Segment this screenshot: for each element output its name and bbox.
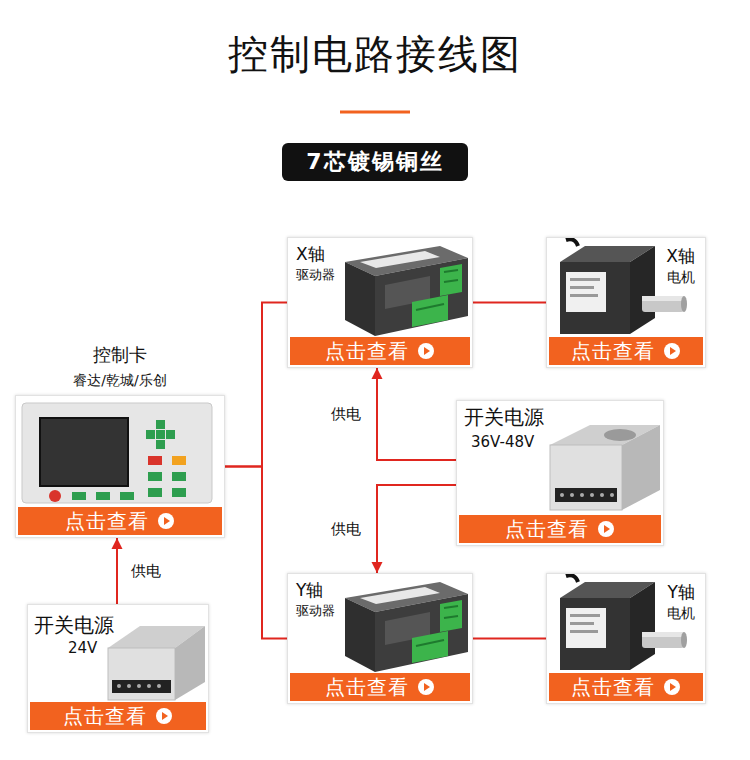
power-supply-illustration	[108, 626, 205, 700]
banner-pill: 7芯镀锡铜丝	[282, 143, 468, 181]
card-subheading: 驱动器	[296, 267, 335, 283]
card-heading: X轴	[296, 244, 325, 264]
button-text: 点击查看	[63, 703, 147, 730]
view-button-bar: 点击查看	[290, 673, 470, 701]
play-icon	[417, 342, 435, 360]
play-icon-circle	[158, 513, 174, 529]
diagram-title: 控制电路接线图	[0, 30, 750, 78]
play-icon-circle	[418, 679, 434, 695]
play-icon	[663, 342, 681, 360]
connector-line	[377, 368, 456, 460]
card-heading: X轴	[666, 246, 695, 266]
product-card: X轴电机点击查看	[546, 237, 706, 368]
title-underline	[340, 111, 410, 114]
card-subheading: 睿达/乾城/乐创	[16, 372, 224, 389]
driver-illustration	[345, 582, 468, 672]
play-icon-circle	[664, 679, 680, 695]
play-icon-circle	[664, 343, 680, 359]
edge-label: 供电	[329, 520, 363, 538]
play-icon-triangle	[164, 517, 170, 525]
arrowhead	[372, 562, 383, 573]
product-card: X轴驱动器点击查看	[287, 237, 473, 368]
play-icon-triangle	[424, 347, 430, 355]
play-icon-circle	[418, 343, 434, 359]
connector	[225, 303, 287, 467]
play-icon	[663, 678, 681, 696]
card-heading: 开关电源	[34, 613, 114, 637]
connector-line	[377, 485, 456, 573]
view-button-bar: 点击查看	[459, 515, 661, 543]
card-subheading: 24V	[68, 639, 97, 657]
connector	[473, 638, 546, 639]
play-icon	[417, 678, 435, 696]
card-subheading: 驱动器	[296, 603, 335, 619]
card-heading: 控制卡	[16, 344, 224, 366]
card-heading: Y轴	[668, 582, 695, 602]
connector	[112, 538, 123, 604]
controller-illustration	[22, 403, 212, 503]
view-button-bar: 点击查看	[549, 673, 703, 701]
play-icon-triangle	[162, 712, 168, 720]
view-button-bar: 点击查看	[30, 702, 206, 730]
play-icon-triangle	[424, 683, 430, 691]
banner-text: 7芯镀锡铜丝	[306, 149, 443, 174]
button-text: 点击查看	[65, 508, 149, 535]
connector	[372, 485, 457, 573]
card-subheading: 电机	[667, 269, 695, 286]
product-card: Y轴驱动器点击查看	[287, 573, 473, 704]
view-button-bar: 点击查看	[549, 337, 703, 365]
card-heading: Y轴	[296, 580, 323, 600]
view-button-bar: 点击查看	[290, 337, 470, 365]
play-icon-circle	[598, 521, 614, 537]
play-icon	[157, 512, 175, 530]
card-subheading: 电机	[667, 605, 695, 622]
connector-line	[473, 302, 546, 304]
arrowhead	[112, 538, 123, 549]
power-supply-illustration	[550, 425, 660, 510]
edge-label: 供电	[329, 405, 363, 423]
play-icon-circle	[156, 708, 172, 724]
connector	[473, 302, 546, 303]
product-card: 开关电源 36V-48V 点击查看	[456, 400, 664, 546]
play-icon-triangle	[604, 525, 610, 533]
arrowhead	[372, 368, 383, 379]
button-text: 点击查看	[571, 338, 655, 365]
card-heading: 开关电源	[464, 405, 544, 429]
connector-line	[225, 467, 287, 639]
view-button-bar: 点击查看	[18, 507, 222, 535]
button-text: 点击查看	[571, 674, 655, 701]
product-card: 控制卡睿达/乾城/乐创点击查看	[15, 395, 225, 538]
button-text: 点击查看	[505, 516, 589, 543]
connector	[225, 467, 287, 639]
connector	[372, 368, 457, 460]
product-card: 开关电源 24V 点击查看	[27, 604, 209, 733]
play-icon-triangle	[670, 683, 676, 691]
play-icon-triangle	[670, 347, 676, 355]
play-icon	[155, 707, 173, 725]
button-text: 点击查看	[325, 338, 409, 365]
connector-line	[225, 303, 287, 467]
play-icon	[597, 520, 615, 538]
card-subheading: 36V-48V	[471, 433, 534, 451]
driver-illustration	[345, 246, 468, 336]
edge-label: 供电	[129, 562, 163, 580]
button-text: 点击查看	[325, 674, 409, 701]
product-card: Y轴电机点击查看	[546, 573, 706, 704]
connector-line	[473, 638, 546, 640]
